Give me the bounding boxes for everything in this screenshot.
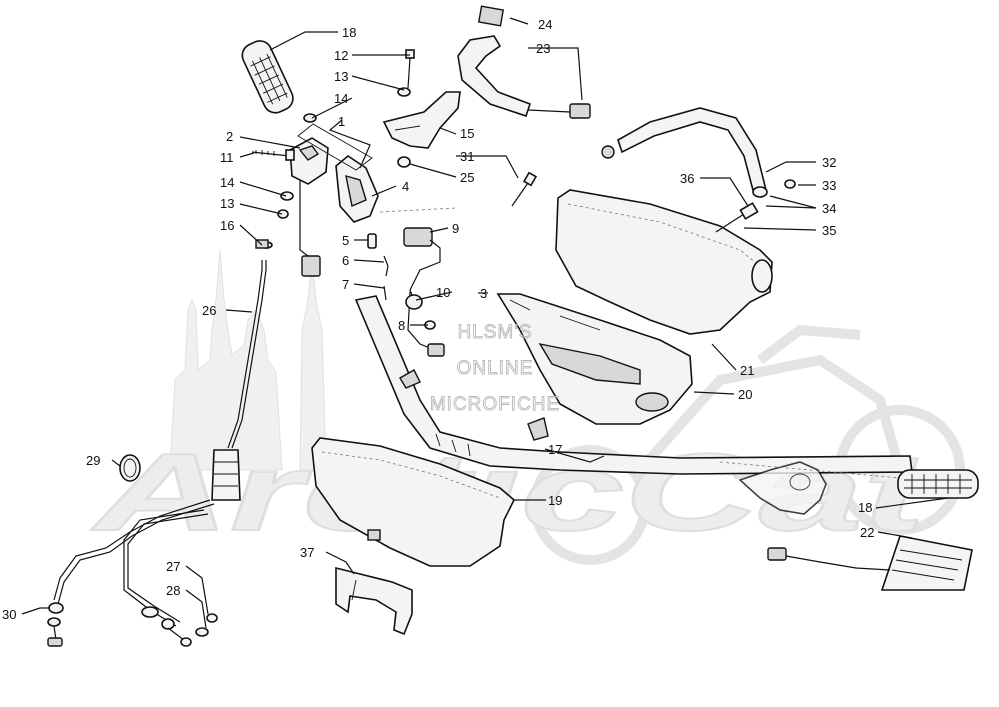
bolt-12 <box>303 49 415 123</box>
right-control-block <box>738 461 827 515</box>
left-handgrip <box>241 40 294 114</box>
callout-15: 15 <box>460 126 474 141</box>
watermark-line-1: HLSM'S <box>457 322 532 343</box>
watermark-line-2: ONLINE <box>457 358 534 379</box>
callout-37: 37 <box>300 545 314 560</box>
hood-20 <box>496 293 693 425</box>
callout-23: 23 <box>536 41 550 56</box>
callout-20: 20 <box>738 387 752 402</box>
harness-23 <box>457 5 591 119</box>
callout-labels: 18 12 13 14 1 2 11 14 13 16 15 31 25 4 5… <box>2 17 874 622</box>
hose-32 <box>601 107 796 233</box>
callout-14-top: 14 <box>334 91 348 106</box>
clip-29 <box>119 454 141 482</box>
callout-18-top: 18 <box>342 25 356 40</box>
watermark-line-3: MICROFICHE <box>430 394 560 415</box>
callout-33: 33 <box>822 178 836 193</box>
callout-5: 5 <box>342 233 349 248</box>
callout-18-right: 18 <box>858 500 872 515</box>
callout-29: 29 <box>86 453 100 468</box>
cover-21 <box>555 189 773 335</box>
callout-34: 34 <box>822 201 836 216</box>
callout-14-left: 14 <box>220 175 234 190</box>
cable-end-30 <box>47 602 64 647</box>
callout-32: 32 <box>822 155 836 170</box>
throttle-block <box>335 155 411 223</box>
callout-17: 17 <box>548 442 562 457</box>
callout-16: 16 <box>220 218 234 233</box>
callout-24: 24 <box>538 17 552 32</box>
switch-9 <box>403 227 445 357</box>
callout-2: 2 <box>226 129 233 144</box>
handlebar <box>354 295 913 475</box>
callout-22: 22 <box>860 525 874 540</box>
callout-31: 31 <box>460 149 474 164</box>
bolt-11 <box>251 149 295 161</box>
throttle-lever <box>382 91 461 149</box>
guard-37 <box>335 566 413 636</box>
callout-13-top: 13 <box>334 69 348 84</box>
callout-4: 4 <box>402 179 409 194</box>
callout-6: 6 <box>342 253 349 268</box>
callout-36: 36 <box>680 171 694 186</box>
callout-26: 26 <box>202 303 216 318</box>
leader-lines <box>21 17 949 629</box>
callout-11: 11 <box>220 150 234 165</box>
callout-30: 30 <box>2 607 16 622</box>
parts <box>47 5 979 647</box>
watermark-cathedral <box>169 249 283 471</box>
cover-19 <box>311 437 515 567</box>
callout-12: 12 <box>334 48 348 63</box>
right-handgrip <box>897 469 979 499</box>
callout-10: 10 <box>436 285 450 300</box>
callout-19: 19 <box>548 493 562 508</box>
cable-26 <box>53 260 267 627</box>
callout-3: 3 <box>480 286 487 301</box>
callout-13-left: 13 <box>220 196 234 211</box>
callout-28: 28 <box>166 583 180 598</box>
callout-9: 9 <box>452 221 459 236</box>
callout-1: 1 <box>338 114 345 129</box>
pin-31 <box>511 171 538 207</box>
callout-27: 27 <box>166 559 180 574</box>
left-switch-housing <box>289 137 329 277</box>
washer-set-left <box>255 191 294 249</box>
watermark-text: HLSM'S ONLINE MICROFICHE <box>429 322 560 416</box>
heater-pad <box>767 535 973 591</box>
callout-7: 7 <box>342 277 349 292</box>
callout-21: 21 <box>740 363 754 378</box>
callout-8: 8 <box>398 318 405 333</box>
callout-35: 35 <box>822 223 836 238</box>
fittings-27-28 <box>141 606 218 647</box>
callout-25: 25 <box>460 170 474 185</box>
small-parts-5-8 <box>367 233 436 330</box>
